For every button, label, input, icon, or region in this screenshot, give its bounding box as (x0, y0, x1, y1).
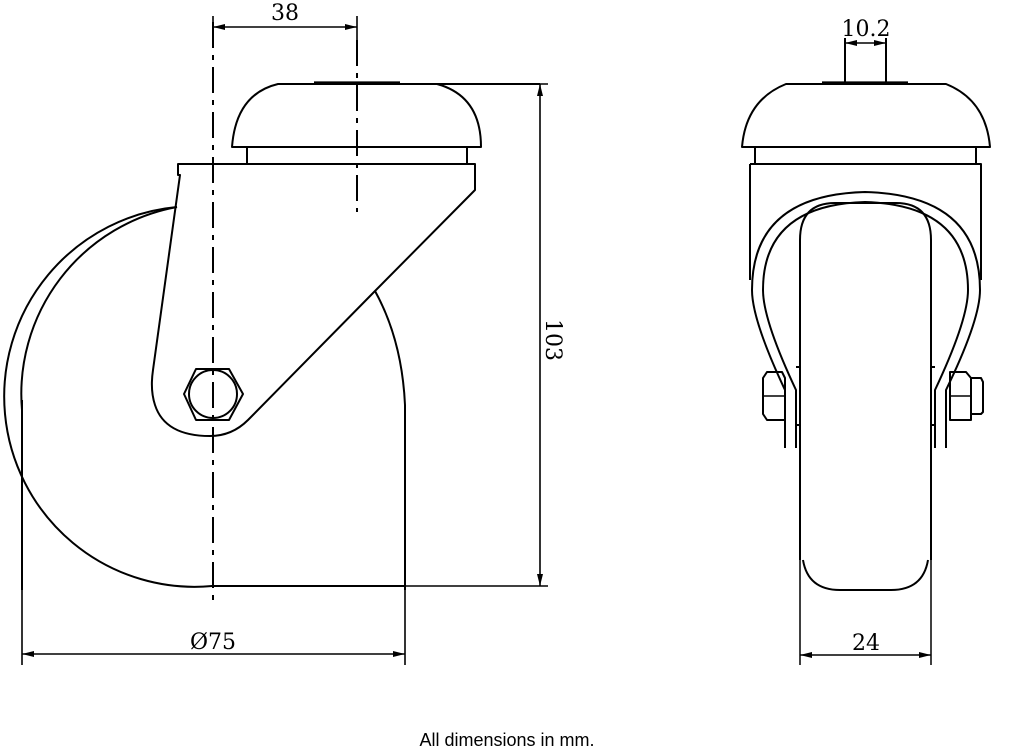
side-view: 38 103 Ø75 (3, 1, 565, 665)
dimension-offset: 38 (212, 1, 358, 40)
wheel-front-bottom (802, 559, 929, 591)
dimension-height: 103 (405, 83, 565, 587)
dimension-width-label: 24 (852, 631, 880, 656)
swivel-race-front (754, 147, 977, 164)
swivel-cap-front (741, 83, 991, 148)
dimension-bolt-label: 10.2 (842, 17, 891, 42)
wheel-front (799, 202, 932, 560)
axle-nut-right-icon (949, 371, 984, 421)
dimension-wheel-diameter: Ø75 (21, 590, 406, 665)
axle-nut-icon (183, 368, 244, 421)
dimension-wheel-width: 24 (800, 631, 931, 658)
fork-top-plate (150, 163, 476, 437)
hub-right (930, 366, 935, 426)
top-plate-front (749, 163, 982, 280)
units-note: All dimensions in mm. (419, 730, 595, 750)
fork-inner (762, 201, 969, 448)
dimension-bolt: 10.2 (842, 17, 891, 46)
dimension-height-label: 103 (540, 319, 565, 361)
hub-left (796, 366, 801, 426)
wheel-outline-right (374, 290, 406, 406)
dimension-offset-label: 38 (271, 1, 299, 26)
front-view: 10.2 24 (741, 17, 991, 665)
dimension-diameter-label: Ø75 (190, 630, 236, 655)
fork-outer (751, 191, 981, 448)
axle-nut-left-icon (762, 371, 786, 421)
bolt-stem (844, 38, 887, 84)
swivel-race (246, 147, 468, 164)
wheel-left-arc (20, 206, 178, 411)
wheel-outline (3, 206, 405, 588)
